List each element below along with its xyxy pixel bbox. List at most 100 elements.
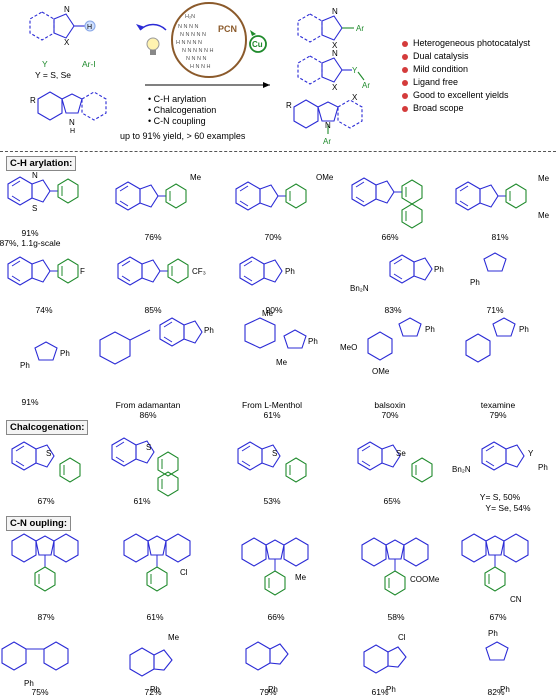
- ph-label-4: Ph: [60, 349, 70, 358]
- s-label: S: [46, 449, 51, 458]
- yield-label: 53%: [263, 496, 281, 506]
- cl-label-2: Cl: [398, 633, 406, 642]
- meo-label: MeO: [340, 343, 357, 352]
- yield-label: 61%: [263, 410, 281, 420]
- se-label: Se: [396, 449, 406, 458]
- y-label: Y: [528, 449, 534, 458]
- yield-label: 82%: [487, 687, 505, 697]
- light-bulb-icon: [136, 23, 167, 55]
- svg-text:N N N N: N N N N: [178, 24, 199, 30]
- yield-summary: up to 91% yield, > 60 examples: [120, 131, 246, 141]
- molecule-29: [363, 644, 407, 674]
- bullet-icon: [402, 53, 408, 60]
- ph-label-9: Ph: [519, 325, 529, 334]
- s-label-2: S: [146, 443, 151, 452]
- molecule-6: [7, 256, 79, 286]
- svg-text:H₂N: H₂N: [185, 14, 195, 20]
- molecule-28: [245, 641, 289, 671]
- yield-label: 66%: [267, 612, 285, 622]
- molecule-14: [367, 317, 422, 361]
- s-label-3: S: [272, 449, 277, 458]
- atom-nh: N: [69, 118, 75, 127]
- ome-label-2: OMe: [372, 367, 390, 376]
- molecule-18: [237, 441, 307, 483]
- yield-label: 71%: [486, 305, 504, 315]
- yield-label: 70%: [381, 410, 399, 420]
- p1-ar: Ar: [356, 24, 364, 33]
- ph-label-14: Ph: [386, 685, 396, 694]
- ph-label-12: Ph: [150, 685, 160, 694]
- ph-label-13: Ph: [268, 685, 278, 694]
- molecule-8: [239, 256, 283, 286]
- origin-label: texamine: [480, 400, 516, 410]
- reactant-y: Y: [42, 59, 48, 69]
- molecule-11: [34, 341, 58, 361]
- section-cn-coupling: C-N oupling:: [6, 516, 71, 531]
- yield-label: 58%: [387, 612, 405, 622]
- me-label-6: Me: [295, 573, 307, 582]
- molecule-23: [241, 537, 309, 596]
- cl-label: Cl: [180, 568, 188, 577]
- yield-label: 83%: [384, 305, 402, 315]
- molecule-20: [481, 441, 525, 471]
- molecule-22: [123, 533, 191, 592]
- me-label-4: Me: [262, 309, 274, 318]
- yield-label: 66%: [381, 232, 399, 242]
- ph-label-7: Ph: [308, 337, 318, 346]
- divider: [0, 151, 556, 152]
- copper-cycle-icon: [249, 30, 267, 53]
- bullet-icon: [402, 92, 408, 99]
- yield-label: Y= Se, 54%: [485, 503, 531, 513]
- feature-4: Ligand free: [402, 77, 458, 88]
- ph-label-10: Ph: [538, 463, 548, 472]
- yield-label: 61%: [146, 612, 164, 622]
- product-n-arylated: [293, 99, 363, 134]
- coome-label: COOMe: [410, 575, 440, 584]
- bullet-icon: [402, 40, 408, 47]
- molecule-25: [461, 533, 529, 592]
- svg-text:H N N H: H N N H: [190, 64, 211, 70]
- p3-ar: Ar: [323, 137, 331, 146]
- product-arylated: [297, 13, 354, 43]
- yield-label: 90%: [265, 305, 283, 315]
- p1-n: N: [332, 7, 338, 16]
- molecule-4: [351, 177, 423, 229]
- bn2n-label-2: Bn₂N: [452, 465, 471, 474]
- atom-r: R: [30, 96, 36, 105]
- me-label-7: Me: [168, 633, 180, 642]
- yield-label: 79%: [489, 410, 507, 420]
- yield-label: 91%: [21, 228, 39, 238]
- section-chalcogenation: Chalcogenation:: [6, 420, 89, 435]
- molecule-15: [465, 317, 516, 363]
- molecule-9: [389, 254, 433, 284]
- yield-label: 61%: [133, 496, 151, 506]
- atom-h2: H: [70, 128, 75, 135]
- ph-label-11: Ph: [24, 679, 34, 688]
- molecule-1: [7, 176, 79, 206]
- origin-label: From adamantan: [115, 400, 181, 410]
- bullet-icon: [402, 66, 408, 73]
- me-label-5: Me: [276, 358, 288, 367]
- p2-n: N: [332, 49, 338, 58]
- benzazole-reactant: [29, 11, 96, 41]
- svg-text:H N N N N: H N N N N: [176, 40, 202, 46]
- ph-label-8: Ph: [425, 325, 435, 334]
- svg-text:N N N N: N N N N: [186, 56, 207, 62]
- molecule-26: [1, 641, 69, 671]
- yield-label: 79%: [259, 687, 277, 697]
- metal-label: Cu: [252, 40, 263, 49]
- yield-label: 67%: [37, 496, 55, 506]
- condition-1: • C-H arylation: [148, 94, 207, 104]
- yield-label: 70%: [264, 232, 282, 242]
- origin-label: From L-Menthol: [242, 400, 302, 410]
- ph-label: Ph: [285, 267, 295, 276]
- ph-label-5: Ph: [20, 361, 30, 370]
- r1-s: S: [32, 204, 37, 213]
- p3-n: N: [325, 121, 331, 130]
- atom-n: N: [64, 5, 70, 14]
- p1-x: X: [332, 41, 338, 50]
- molecule-30: [485, 641, 509, 661]
- pcn-catalyst-ring: [171, 2, 247, 78]
- product-chalcogenated: [297, 55, 365, 85]
